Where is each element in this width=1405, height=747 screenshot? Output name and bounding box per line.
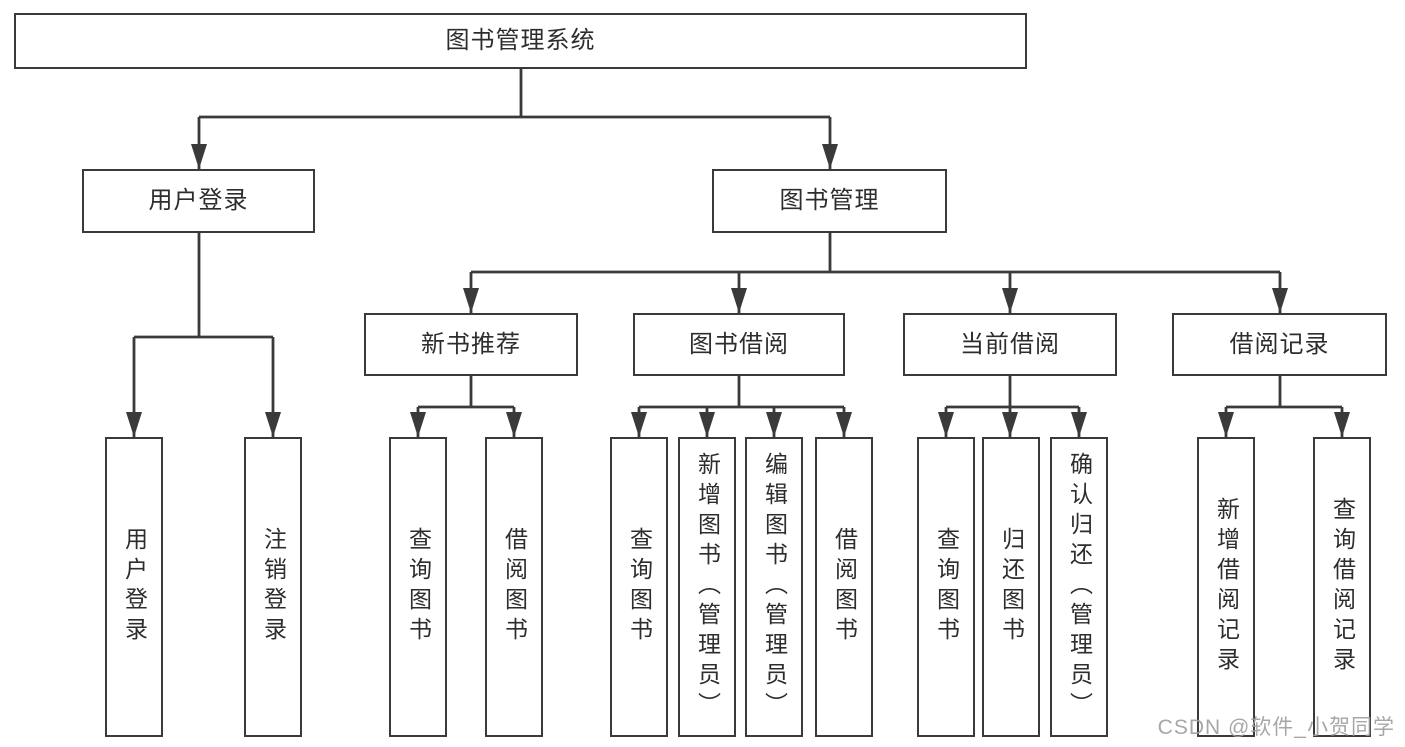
leaf-query-borrow-record: 查询借阅记录 [1313,437,1371,737]
leaf-confirm-return-admin: 确认归还（管理员） [1050,437,1108,737]
node-book-borrowing: 图书借阅 [633,313,845,376]
leaf-query-books-borrowing: 查询图书 [610,437,668,737]
leaf-logout: 注销登录 [244,437,302,737]
leaf-edit-book-admin: 编辑图书（管理员） [745,437,803,737]
csdn-watermark: CSDN @软件_小贺同学 [1157,716,1395,739]
leaf-add-borrow-record: 新增借阅记录 [1197,437,1255,737]
node-new-book-recommendation: 新书推荐 [364,313,578,376]
node-borrowing-records: 借阅记录 [1172,313,1387,376]
node-current-borrowing: 当前借阅 [903,313,1117,376]
leaf-borrow-books-recommend: 借阅图书 [485,437,543,737]
leaf-user-login: 用户登录 [105,437,163,737]
node-book-management: 图书管理 [712,169,947,233]
node-user-login: 用户登录 [82,169,315,233]
leaf-return-books: 归还图书 [982,437,1040,737]
root-node-library-system: 图书管理系统 [14,13,1027,69]
leaf-add-book-admin: 新增图书（管理员） [678,437,736,737]
leaf-query-books-current: 查询图书 [917,437,975,737]
leaf-borrow-books-borrowing: 借阅图书 [815,437,873,737]
leaf-query-books-recommend: 查询图书 [389,437,447,737]
